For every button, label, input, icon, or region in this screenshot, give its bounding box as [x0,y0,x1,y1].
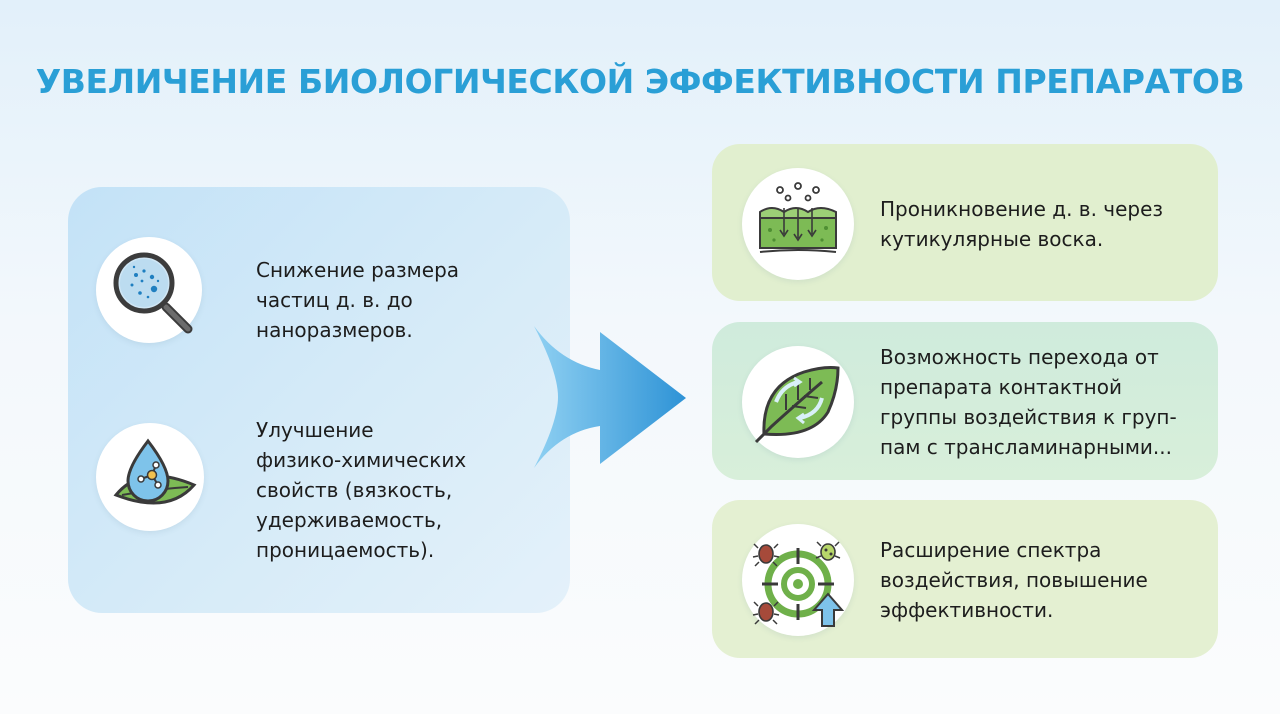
left-panel: Снижение размера частиц д. в. до нанораз… [68,187,570,613]
card-spectrum-text: Расширение спектра воздействия, повышени… [880,535,1210,625]
card-translaminar-line-1: Возможность перехода от [880,345,1159,369]
card-spectrum-line-3: эффективности. [880,598,1054,622]
card-translaminar: Возможность перехода от препарата контак… [712,322,1218,480]
card-spectrum-line-2: воздействия, повышение [880,568,1148,592]
left-item-2-line-4: удерживаемость, [256,508,443,532]
card-cuticle-line-2: кутикулярные воска. [880,227,1104,251]
left-item-1-text: Снижение размера частиц д. в. до нанораз… [256,255,459,345]
card-translaminar-line-3: группы воздействия к груп- [880,405,1177,429]
card-spectrum-line-1: Расширение спектра [880,538,1102,562]
leaf-translaminar-icon [742,346,854,458]
left-item-2-line-5: проницаемость). [256,538,435,562]
card-translaminar-text: Возможность перехода от препарата контак… [880,342,1210,462]
left-item-2-line-3: свойств (вязкость, [256,478,453,502]
target-pests-icon [742,524,854,636]
card-cuticle-line-1: Проникновение д. в. через [880,197,1164,221]
left-item-2-text: Улучшение физико-химических свойств (вяз… [256,415,466,565]
left-item-2-line-2: физико-химических [256,448,467,472]
water-drop-molecule-leaf-icon [96,423,204,531]
card-cuticle-text: Проникновение д. в. через кутикулярные в… [880,194,1210,254]
card-translaminar-line-4: пам с трансламинарными... [880,435,1172,459]
left-item-1-line-3: наноразмеров. [256,318,413,342]
left-item-1-line-1: Снижение размера [256,258,460,282]
left-item-2-line-1: Улучшение [256,418,374,442]
card-cuticle: Проникновение д. в. через кутикулярные в… [712,144,1218,301]
card-translaminar-line-2: препарата контактной [880,375,1122,399]
cuticle-penetration-icon [742,168,854,280]
page-title: УВЕЛИЧЕНИЕ БИОЛОГИЧЕСКОЙ ЭФФЕКТИВНОСТИ П… [35,62,1245,101]
magnifier-particles-icon [96,237,202,343]
card-spectrum: Расширение спектра воздействия, повышени… [712,500,1218,658]
flow-arrow-icon [534,326,686,468]
left-item-1-line-2: частиц д. в. до [256,288,413,312]
